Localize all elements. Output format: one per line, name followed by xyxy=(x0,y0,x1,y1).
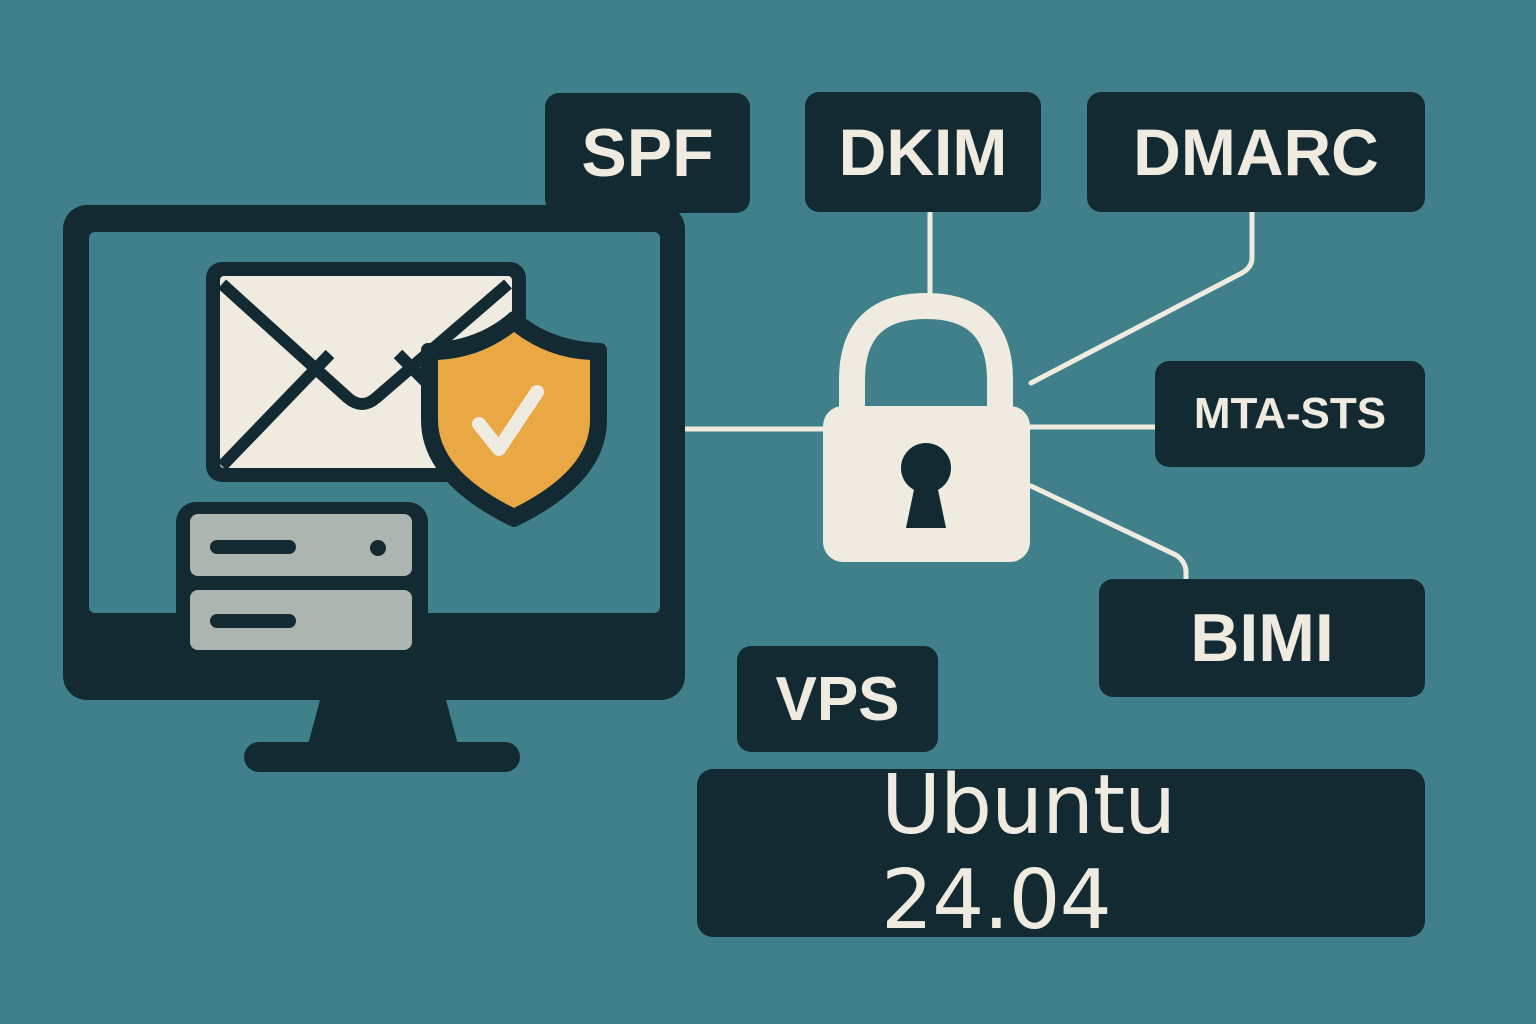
padlock-icon xyxy=(823,292,1030,562)
dmarc-label: DMARC xyxy=(1087,92,1425,212)
bimi-label: BIMI xyxy=(1099,579,1425,697)
server-icon xyxy=(176,502,428,660)
ubuntu-badge: Ubuntu 24.04 xyxy=(697,758,1425,948)
spf-label: SPF xyxy=(545,93,750,213)
connector-lines xyxy=(683,209,1255,583)
vps-label: VPS xyxy=(737,646,938,752)
dkim-label: DKIM xyxy=(805,92,1041,212)
mta-sts-label: MTA-STS xyxy=(1155,361,1425,467)
shield-check-icon xyxy=(421,311,607,527)
ubuntu-version-text: Ubuntu 24.04 xyxy=(881,758,1176,948)
